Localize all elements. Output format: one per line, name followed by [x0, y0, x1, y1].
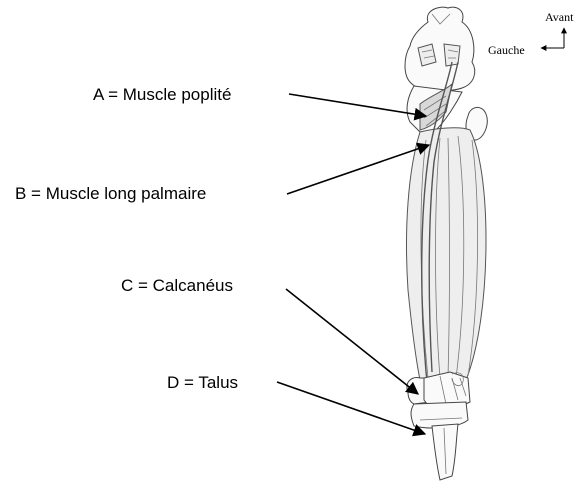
pointer-b	[287, 145, 429, 194]
compass-forward-label: Avant	[545, 10, 574, 24]
limb-illustration	[405, 7, 487, 480]
tarsus-block	[411, 402, 468, 428]
label-a: A = Muscle poplité	[93, 85, 231, 104]
pointer-c	[286, 289, 418, 394]
pointer-d	[277, 382, 425, 434]
crural-muscle-mass	[407, 128, 487, 380]
label-c: C = Calcanéus	[121, 276, 233, 295]
compass-left-label: Gauche	[488, 43, 525, 57]
femur-distal-end	[405, 7, 475, 90]
pointer-a	[289, 94, 426, 116]
label-b: B = Muscle long palmaire	[15, 184, 206, 203]
label-d: D = Talus	[167, 373, 238, 392]
orientation-compass: Avant Gauche	[488, 10, 574, 57]
